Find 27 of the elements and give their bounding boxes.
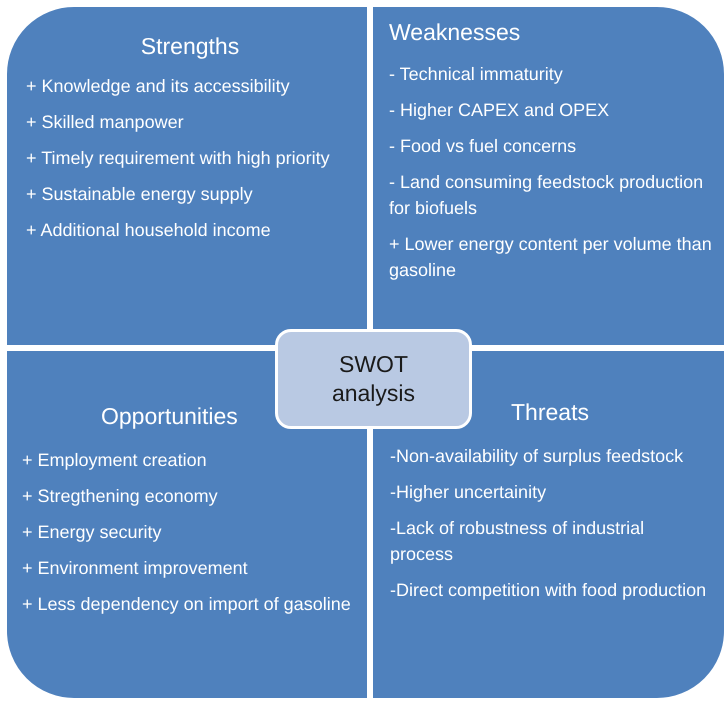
quadrant-heading: Opportunities bbox=[101, 402, 238, 431]
list-item: -Non-availability of surplus feedstock bbox=[390, 445, 684, 468]
list-item: + Less dependency on import of gasoline bbox=[22, 593, 352, 616]
center-box bbox=[275, 329, 472, 429]
list-item: -Direct competition with food production bbox=[390, 579, 708, 602]
list-item: - Technical immaturity bbox=[389, 63, 564, 86]
quadrant-heading: Weaknesses bbox=[389, 18, 520, 47]
list-item: + Additional household income bbox=[26, 219, 272, 242]
list-item: + Stregthening economy bbox=[22, 485, 219, 508]
list-item: + Skilled manpower bbox=[26, 111, 185, 134]
list-item: + Employment creation bbox=[22, 449, 208, 472]
list-item: + Sustainable energy supply bbox=[26, 183, 254, 206]
list-item: + Timely requirement with high priority bbox=[26, 147, 331, 170]
quadrant-panel bbox=[4, 4, 370, 348]
list-item: + Knowledge and its accessibility bbox=[26, 75, 291, 98]
list-item: - Higher CAPEX and OPEX bbox=[389, 99, 610, 122]
center-title: SWOT analysis bbox=[330, 350, 416, 408]
quadrant-heading: Threats bbox=[511, 398, 589, 427]
list-item: -Higher uncertainity bbox=[390, 481, 548, 504]
list-item: - Land consuming feedstock production for biofuels bbox=[389, 171, 704, 220]
list-item: -Lack of robustness of industrial process bbox=[390, 517, 646, 566]
list-item: + Environment improvement bbox=[22, 557, 249, 580]
list-item: + Lower energy content per volume than gasoline bbox=[389, 233, 713, 282]
list-item: + Energy security bbox=[22, 521, 163, 544]
list-item: - Food vs fuel concerns bbox=[389, 135, 578, 158]
quadrant-panel bbox=[370, 4, 727, 348]
quadrant-heading: Strengths bbox=[140, 32, 240, 61]
